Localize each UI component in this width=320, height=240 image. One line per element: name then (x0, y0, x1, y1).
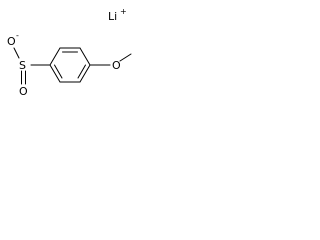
bond-oxygen-methyl (119, 53, 132, 62)
bond-oxygen-anion-sulfur (13, 47, 20, 59)
ring-double-bond-lower-left (54, 64, 63, 79)
structure-canvas: Li + O - S O O (0, 0, 167, 104)
lithium-atom-label: Li (108, 10, 117, 23)
sulfinate-oxygen-charge: - (16, 31, 19, 40)
molecule-drawing: Li + O - S O O (7, 7, 132, 98)
benzene-ring (49, 47, 91, 83)
lithium-charge: + (120, 7, 127, 16)
sulfur-atom-label: S (19, 59, 26, 72)
sulfinate-oxygen-double-label: O (19, 85, 28, 98)
methoxy-oxygen-label: O (112, 59, 121, 72)
sulfinate-oxygen-anion-label: O (7, 35, 16, 48)
ring-double-bond-lower-right (77, 64, 86, 79)
